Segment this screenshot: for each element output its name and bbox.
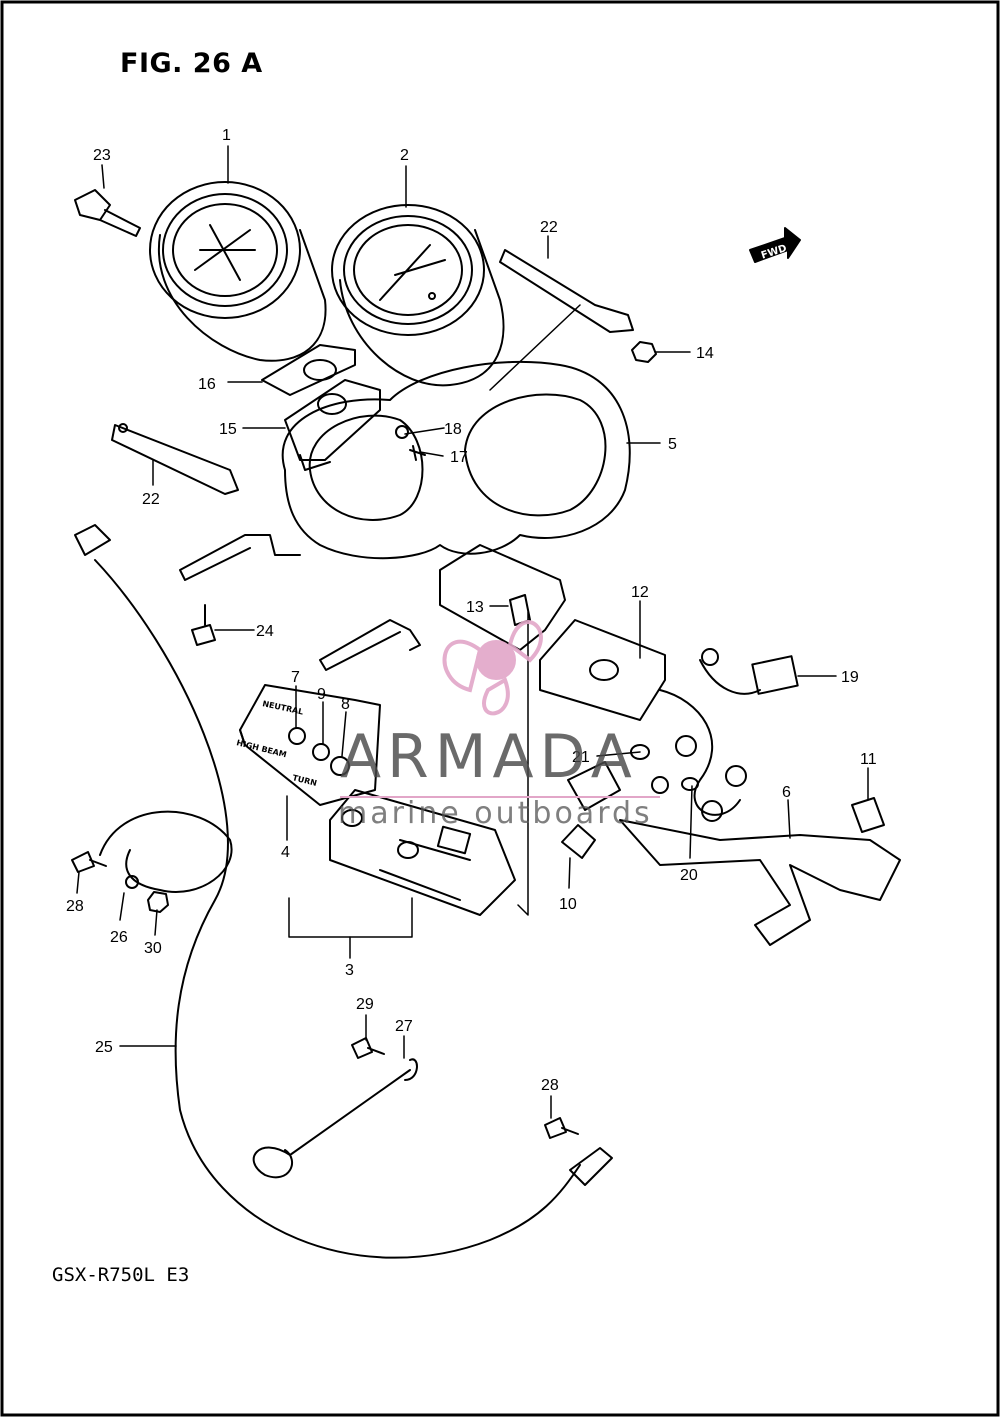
callout: 20 [680,867,698,884]
gauge-gasket [261,344,356,396]
callout: 18 [444,421,462,438]
callout: 1 [222,127,231,144]
wire-harness [659,689,741,816]
callout: 17 [450,449,468,466]
cable-joint-nipple [299,454,331,471]
callout: 9 [317,686,326,703]
tachometer-gauge [149,181,327,362]
mounting-nut [631,341,657,363]
high-beam-label: HIGH BEAM [236,738,288,759]
screw-7 [288,727,306,745]
socket-4 [651,776,669,794]
callout: 27 [395,1018,413,1035]
callout: 28 [66,898,84,915]
small-screw [395,425,409,439]
callout: 14 [696,345,714,362]
callout: 12 [631,584,649,601]
bulb-20 [681,777,699,791]
joint-hole [317,393,347,415]
screw-29 [351,1037,385,1059]
callout: 16 [198,376,216,393]
lower-mount-bracket [319,619,421,671]
callout: 24 [256,623,274,640]
watermark-logo-icon [442,620,543,716]
watermark-tagline: marine outboards [338,796,653,831]
callout: 5 [668,436,677,453]
meter-cover [281,360,631,560]
callout-numbers: 1 2 3 4 5 6 7 8 9 10 11 12 13 14 15 16 1… [66,127,877,1094]
reset-knob [74,189,141,237]
clip-11 [851,797,885,833]
socket-2 [725,765,747,787]
cable-joint-bracket [284,379,381,461]
gasket-hole [303,359,337,381]
indicator-body [329,789,516,916]
cover-screw [409,445,426,461]
callout: 29 [356,996,374,1013]
harness-lead [699,659,761,695]
callout: 28 [541,1077,559,1094]
cable-clamp [99,810,233,893]
nut-30 [147,891,169,913]
callout: 3 [345,962,354,979]
small-connector-10 [561,824,596,859]
indicator-panel [239,684,381,806]
indicator-bracket [439,544,566,651]
speedometer-cable [94,559,581,1259]
callout: 2 [400,147,409,164]
bulb-socket [509,594,531,626]
callout: 6 [782,784,791,801]
callout: 11 [860,751,877,768]
callout: 22 [540,219,558,236]
indicator-housing [539,619,666,721]
callout: 10 [559,896,577,913]
callout: 19 [841,669,859,686]
bolt-28-upper [71,851,107,873]
callout: 15 [219,421,237,438]
spring-27 [252,1058,418,1179]
bolt-28-lower [544,1117,579,1139]
socket-1 [675,735,697,757]
cable-upper-end [74,524,111,556]
washer-9 [312,743,330,761]
neutral-label: NEUTRAL [262,699,305,716]
bulb-holder [701,648,719,666]
callout: 8 [341,696,350,713]
cushion-8 [330,756,350,776]
gauge-shaft-lower [111,424,239,495]
callout: 26 [110,929,128,946]
gauge-shaft-upper [499,249,634,333]
watermark-brand: ARMADA [340,722,638,792]
callout: 4 [281,844,290,861]
socket-3 [701,800,723,822]
model-code: GSX-R750L E3 [52,1264,190,1286]
callout: 21 [572,749,590,766]
callout: 23 [93,147,111,164]
leader-lines [76,145,869,1119]
connector-block [567,761,621,811]
cable-lower-end [569,1147,613,1186]
harness-connector [751,655,799,695]
left-mount-bracket [179,534,301,581]
speedometer-gauge [331,204,505,387]
bolt-24 [191,604,216,646]
figure-title: FIG. 26 A [120,48,263,79]
callout: 7 [291,669,300,686]
callout: 22 [142,491,160,508]
bulb-21 [630,744,650,760]
callout: 25 [95,1039,113,1056]
indicator-mount-plate [619,819,901,946]
forward-arrow-icon [749,227,801,263]
callout: 30 [144,940,162,957]
callout: 13 [466,599,484,616]
